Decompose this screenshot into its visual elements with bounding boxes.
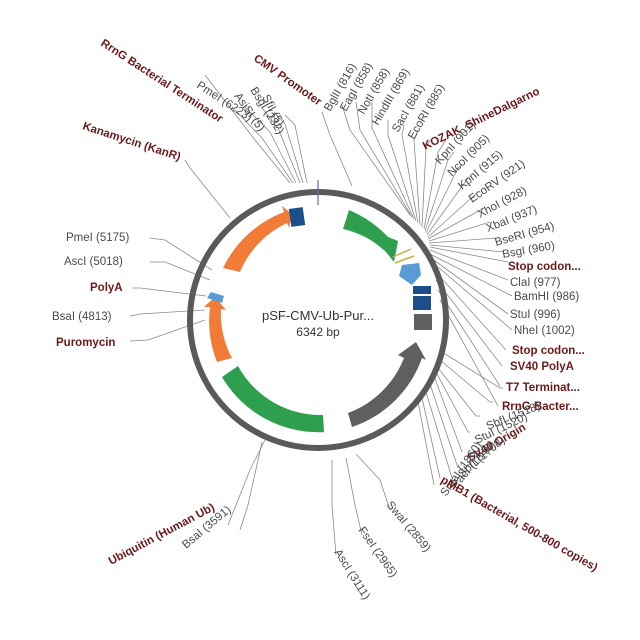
label-puromycin: Puromycin — [56, 337, 115, 349]
t7-terminator-feature — [413, 286, 431, 294]
rrng-terminator-right-feature — [413, 296, 431, 310]
label-fsei-2965: FseI (2965) — [356, 525, 400, 580]
label-t7-term: T7 Terminat... — [506, 382, 580, 394]
sv40-origin-feature — [414, 314, 432, 330]
label-asci-5018: AscI (5018) — [64, 256, 123, 268]
label-clai-977: ClaI (977) — [510, 277, 561, 289]
cmv-promoter-feature — [343, 210, 398, 262]
plasmid-name: pSF-CMV-Ub-Pur... — [262, 308, 374, 323]
label-rrng-bacter: RrnG Bacter... — [502, 401, 579, 413]
kozak-mark — [392, 248, 412, 258]
label-stop-codon-2: Stop codon... — [512, 345, 585, 357]
label-stop-codon-1: Stop codon... — [508, 261, 581, 273]
kanamycin-feature — [223, 206, 292, 272]
label-stui-996: StuI (996) — [510, 309, 561, 321]
label-asci-3111: AscI (3111) — [331, 547, 372, 602]
leader-lines — [129, 74, 513, 556]
label-pmb1: pMB1 (Bacterial, 500-800 copies) — [439, 474, 600, 574]
label-rrng-term-1: RrnG Bacterial Terminator — [98, 37, 225, 125]
pmb1-feature — [348, 342, 426, 427]
polya-feature — [207, 292, 224, 303]
ubiquitin-feature — [222, 366, 326, 433]
puromycin-feature — [204, 297, 232, 362]
label-sv40-polya: SV40 PolyA — [510, 361, 574, 373]
label-swai-2859: SwaI (2859) — [384, 499, 433, 554]
label-bsai-4813: BsaI (4813) — [52, 311, 112, 323]
plasmid-size: 6342 bp — [296, 325, 340, 339]
sv40-polya-feature — [399, 263, 421, 285]
label-bamhi-986: BamHI (986) — [514, 291, 579, 303]
rrng-terminator-left-feature — [288, 207, 306, 227]
label-pmei-5175: PmeI (5175) — [66, 232, 129, 244]
label-polya: PolyA — [90, 282, 123, 294]
stop-codon-mark — [394, 255, 415, 264]
label-kanamycin: Kanamycin (KanR) — [81, 120, 182, 163]
label-nhei-1002: NheI (1002) — [514, 325, 575, 337]
